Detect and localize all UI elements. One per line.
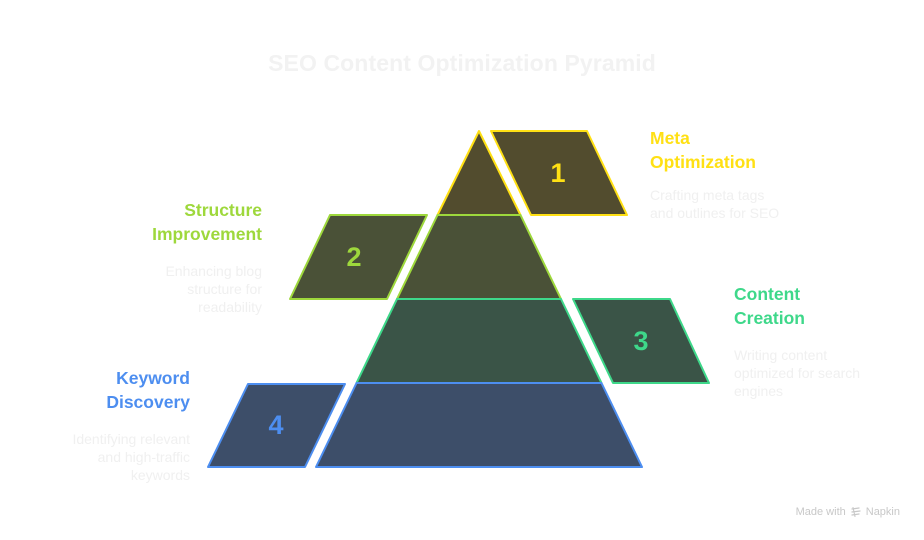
diagram-title: SEO Content Optimization Pyramid [268, 50, 656, 76]
badge-3 [572, 298, 710, 384]
level-4-title-line1: Keyword [116, 368, 190, 388]
level-3-desc-line1: Writing content [734, 347, 828, 363]
level-3-desc-line3: engines [734, 383, 784, 399]
level-1-desc-line1: Crafting meta tags [650, 187, 765, 203]
level-2-title: Structure Improvement [152, 198, 262, 246]
level-3-desc-line2: optimized for search [734, 365, 861, 381]
level-2-desc-line2: structure for [187, 281, 262, 297]
level-2-desc-line1: Enhancing blog [165, 263, 262, 279]
badge-4-number: 4 [268, 410, 283, 440]
level-3-title-line2: Creation [734, 308, 805, 328]
level-4-description: Identifying relevant and high-traffic ke… [72, 430, 190, 484]
level-4-desc-line1: Identifying relevant [72, 431, 190, 447]
level-4-desc-line2: and high-traffic [97, 449, 190, 465]
pyramid-layer-4 [315, 382, 643, 468]
level-1-description: Crafting meta tags and outlines for SEO [650, 186, 779, 222]
level-1-title-line2: Optimization [650, 152, 756, 172]
level-1-title: Meta Optimization [650, 126, 756, 174]
level-1-desc-line2: and outlines for SEO [650, 205, 780, 221]
badge-3-number: 3 [633, 326, 648, 356]
footer-made-with: Made with [795, 506, 846, 518]
level-1-title-line1: Meta [650, 128, 690, 148]
level-3-title-line1: Content [734, 284, 801, 304]
badge-4 [207, 383, 346, 468]
pyramid-layer-3 [355, 298, 603, 384]
badge-2 [289, 214, 428, 300]
footer-brand: Napkin [865, 506, 900, 518]
badge-2-number: 2 [346, 242, 361, 272]
badge-1-number: 1 [550, 158, 565, 188]
napkin-logo-icon [851, 506, 861, 518]
badge-1 [490, 130, 628, 216]
level-4-title-line2: Discovery [106, 392, 190, 412]
level-2-title-line1: Structure [184, 200, 262, 220]
level-2-desc-line3: readability [198, 299, 262, 315]
level-4-title: Keyword Discovery [106, 366, 190, 414]
level-3-title: Content Creation [734, 282, 805, 330]
level-2-title-line2: Improvement [152, 224, 262, 244]
level-2-description: Enhancing blog structure for readability [165, 262, 262, 316]
level-3-description: Writing content optimized for search eng… [734, 346, 860, 400]
made-with-napkin-footer: Made with Napkin [796, 506, 900, 518]
level-4-desc-line3: keywords [130, 467, 190, 483]
